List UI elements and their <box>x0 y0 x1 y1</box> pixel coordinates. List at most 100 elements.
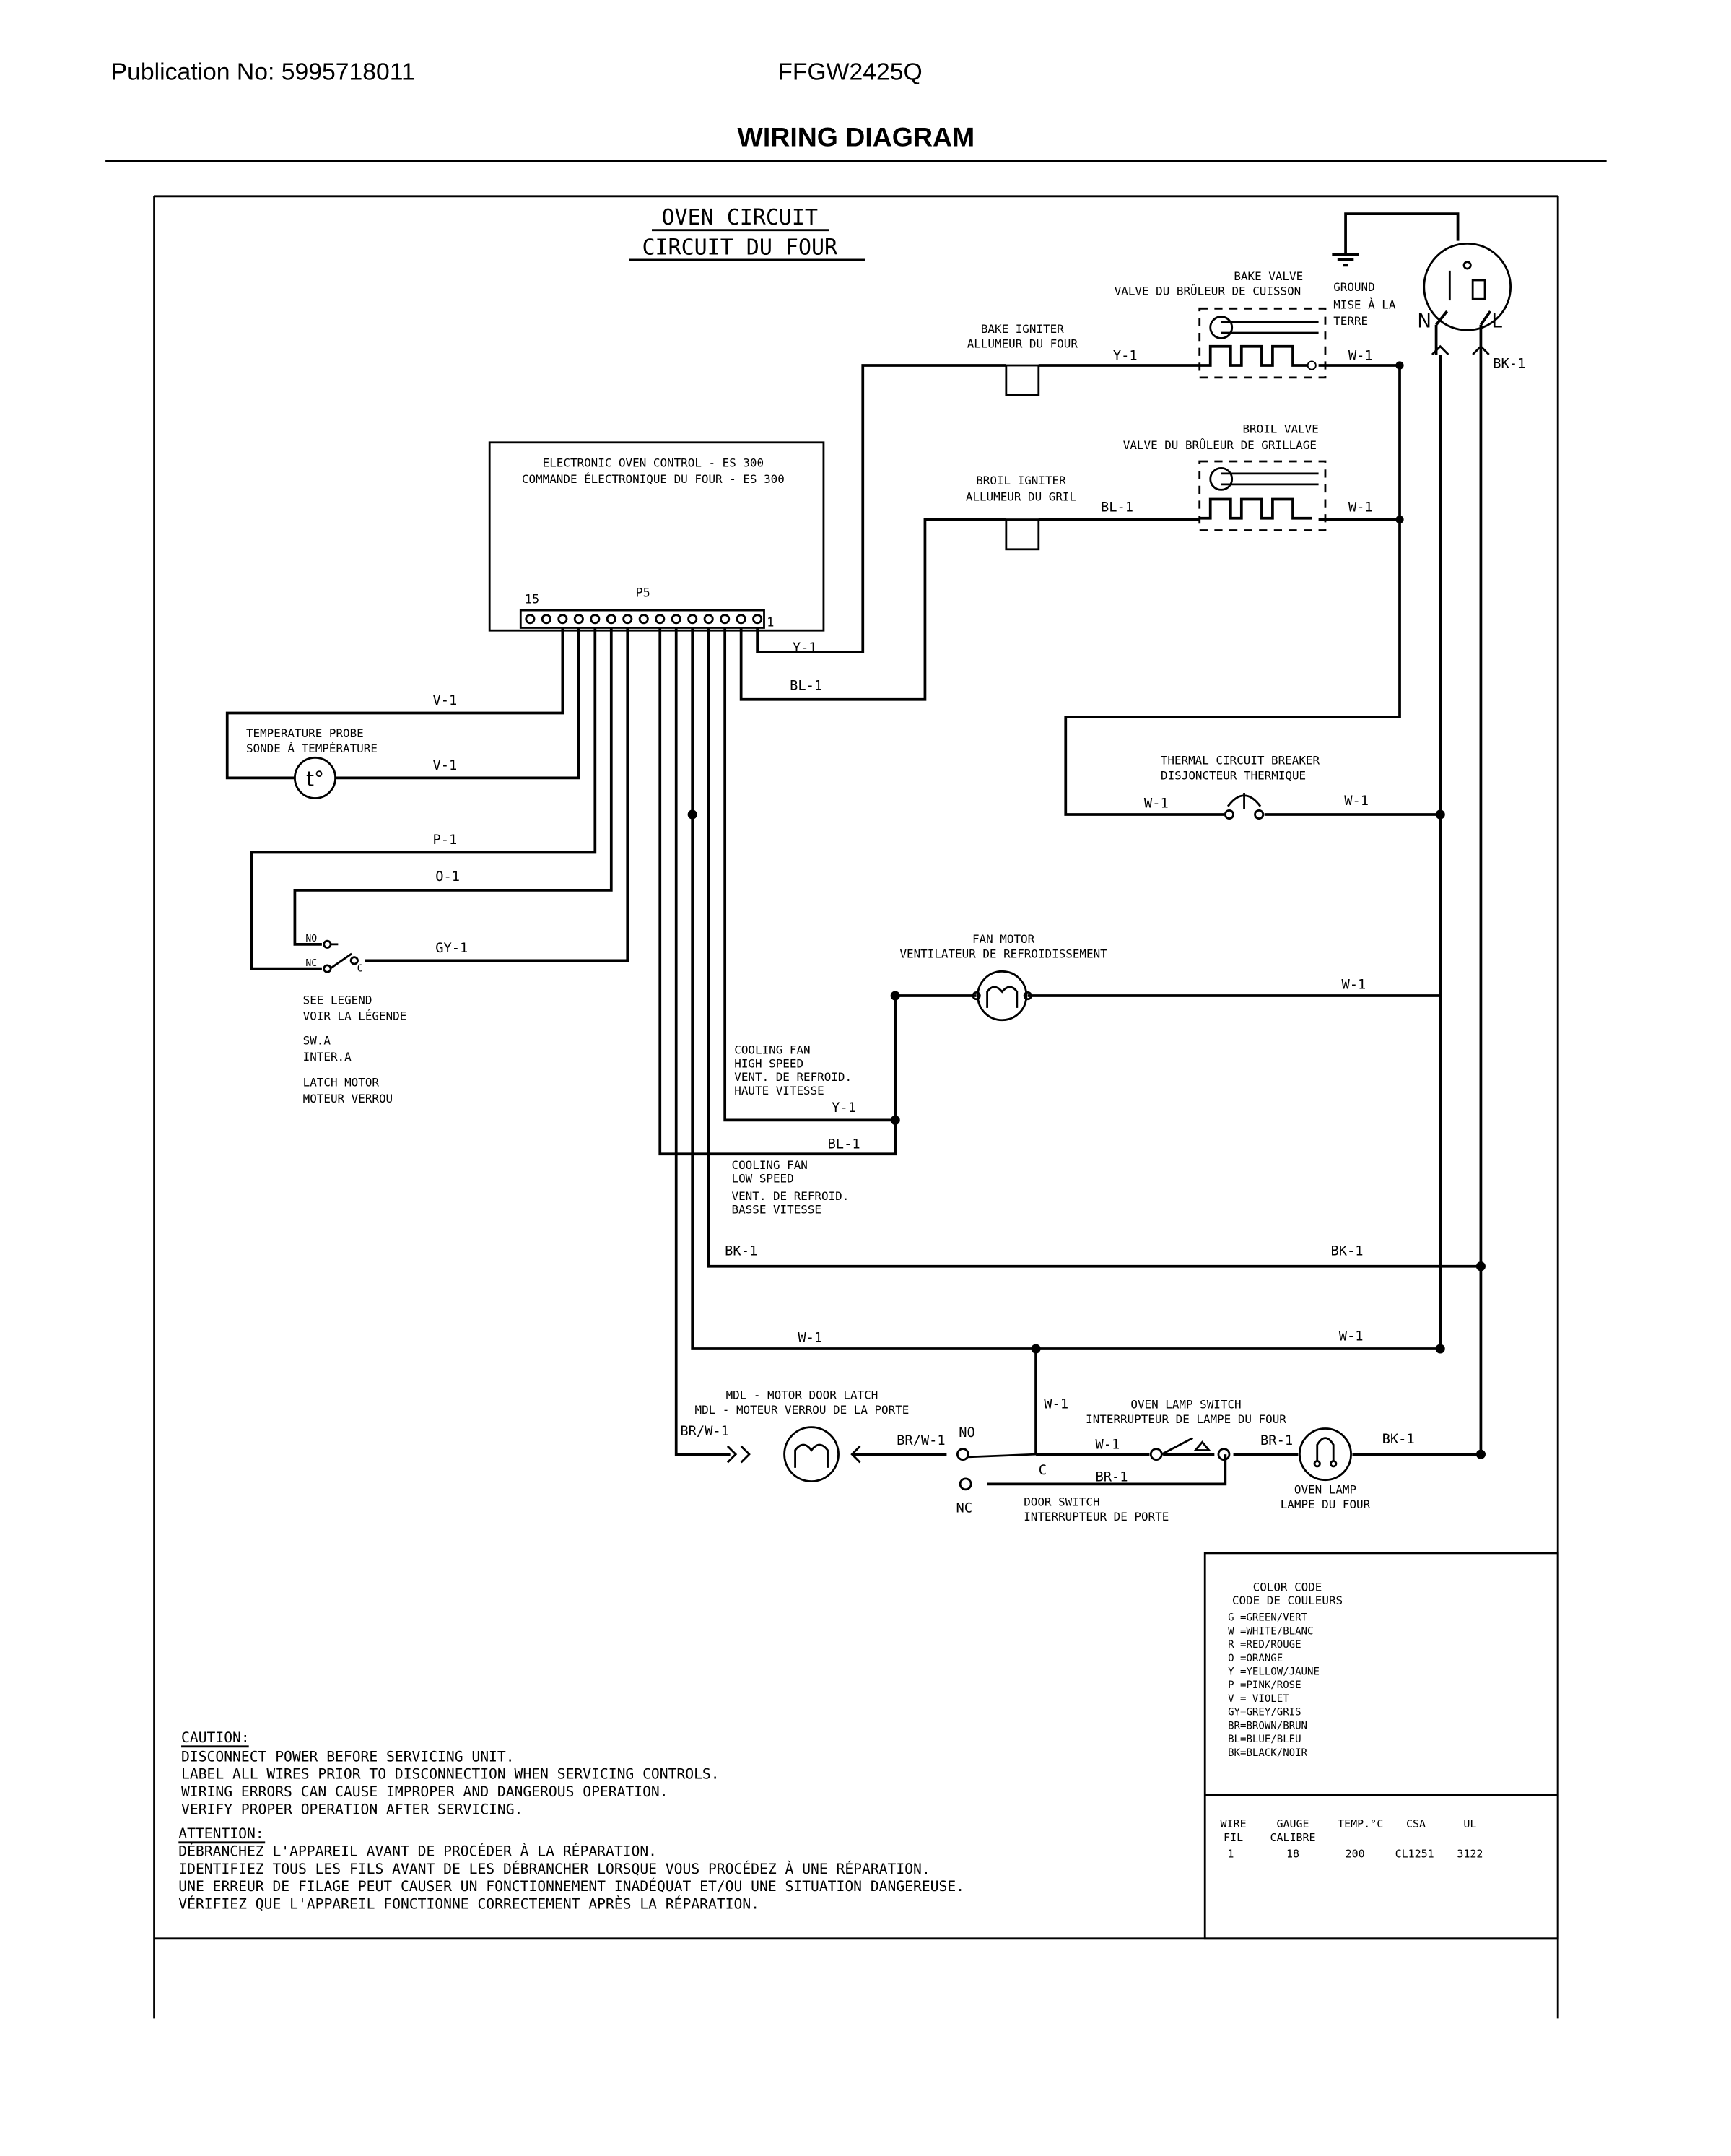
wire-gy1: GY-1 <box>435 941 468 956</box>
svg-text:C: C <box>357 963 363 974</box>
ground-wire <box>1344 212 1460 255</box>
electronic-oven-control: ELECTRONIC OVEN CONTROL - ES 300 COMMAND… <box>488 441 825 632</box>
svg-text:VALVE DU BRÛLEUR DE CUISSON: VALVE DU BRÛLEUR DE CUISSON <box>1115 284 1301 298</box>
svg-text:TEMP.°C: TEMP.°C <box>1338 1817 1383 1830</box>
svg-text:GAUGE: GAUGE <box>1276 1817 1309 1830</box>
svg-text:INTERRUPTEUR DE LAMPE DU FOUR: INTERRUPTEUR DE LAMPE DU FOUR <box>1086 1412 1286 1426</box>
bus-connectors <box>726 344 1490 1464</box>
svg-text:ALLUMEUR DU FOUR: ALLUMEUR DU FOUR <box>967 337 1078 351</box>
attention-block: ATTENTION: DÉBRANCHEZ L'APPAREIL AVANT D… <box>178 1825 964 1912</box>
inter-a: INTER.A <box>303 1050 352 1064</box>
svg-text:BAKE VALVE: BAKE VALVE <box>1234 269 1303 283</box>
oven-lamp-icon <box>1298 1427 1352 1482</box>
svg-text:CALIBRE: CALIBRE <box>1270 1831 1315 1844</box>
wire-w1-door: W-1 <box>1044 1396 1068 1412</box>
svg-text:NO: NO <box>305 934 317 944</box>
p5-pins <box>525 614 763 625</box>
svg-text:BK=BLACK/NOIR: BK=BLACK/NOIR <box>1228 1747 1307 1759</box>
attention-title: ATTENTION: <box>178 1825 263 1842</box>
ground-label-fr1: MISE À LA <box>1333 297 1396 311</box>
broil-igniter: BROIL IGNITER ALLUMEUR DU GRIL <box>966 474 1076 551</box>
svg-text:Y =YELLOW/JAUNE: Y =YELLOW/JAUNE <box>1228 1666 1320 1677</box>
svg-text:NC: NC <box>956 1501 973 1516</box>
wire-bk1-lamp: BK-1 <box>1382 1432 1415 1447</box>
publication-number: Publication No: 5995718011 <box>111 58 415 86</box>
svg-text:IDENTIFIEZ TOUS LES FILS AVANT: IDENTIFIEZ TOUS LES FILS AVANT DE LES DÉ… <box>178 1861 930 1877</box>
wire-bl1-broil: BL-1 <box>1101 500 1133 515</box>
svg-text:OVEN LAMP: OVEN LAMP <box>1294 1482 1356 1496</box>
oven-lamp: OVEN LAMP LAMPE DU FOUR <box>1281 1427 1371 1511</box>
svg-text:BL=BLUE/BLEU: BL=BLUE/BLEU <box>1228 1734 1301 1745</box>
svg-text:VALVE DU BRÛLEUR DE GRILLAGE: VALVE DU BRÛLEUR DE GRILLAGE <box>1123 438 1317 452</box>
fan-motor: FAN MOTOR VENTILATEUR DE REFROIDISSEMENT <box>899 932 1107 1022</box>
svg-text:VERIFY PROPER OPERATION AFTER: VERIFY PROPER OPERATION AFTER SERVICING. <box>181 1801 523 1817</box>
wire-bl1-fan: BL-1 <box>828 1137 860 1152</box>
latch-motor-en: LATCH MOTOR <box>303 1076 380 1090</box>
fan-motor-icon <box>977 970 1028 1022</box>
svg-text:1: 1 <box>1227 1847 1234 1860</box>
wire-spec-table: WIRE FIL GAUGE CALIBRE TEMP.°C CSA UL 1 … <box>1221 1817 1483 1860</box>
svg-text:O =ORANGE: O =ORANGE <box>1228 1653 1283 1664</box>
eoc-label-fr: COMMANDE ÉLECTRONIQUE DU FOUR - ES 300 <box>522 472 785 486</box>
svg-text:W =WHITE/BLANC: W =WHITE/BLANC <box>1228 1625 1313 1637</box>
motor-door-latch: MDL - MOTOR DOOR LATCH MDL - MOTEUR VERR… <box>695 1388 909 1482</box>
bake-igniter: BAKE IGNITER ALLUMEUR DU FOUR <box>967 322 1078 396</box>
svg-text:ALLUMEUR DU GRIL: ALLUMEUR DU GRIL <box>966 490 1076 503</box>
wire-y1-bake: Y-1 <box>1113 349 1138 364</box>
cf-low-2: LOW SPEED <box>732 1172 794 1186</box>
svg-text:OVEN LAMP SWITCH: OVEN LAMP SWITCH <box>1130 1397 1241 1411</box>
svg-text:FAN MOTOR: FAN MOTOR <box>972 932 1035 946</box>
svg-text:DISJONCTEUR THERMIQUE: DISJONCTEUR THERMIQUE <box>1161 768 1306 782</box>
svg-text:CSA: CSA <box>1406 1817 1426 1830</box>
wire-v1-b: V-1 <box>433 758 458 773</box>
see-legend: SEE LEGEND <box>303 993 372 1007</box>
wire-p1: P-1 <box>433 833 458 848</box>
caution-block: CAUTION: DISCONNECT POWER BEFORE SERVICI… <box>181 1729 720 1817</box>
cf-low-4: BASSE VITESSE <box>732 1203 822 1217</box>
svg-text:V = VIOLET: V = VIOLET <box>1228 1693 1289 1705</box>
wire-o1: O-1 <box>435 869 460 884</box>
ground-label-fr2: TERRE <box>1333 314 1368 328</box>
wire-w1-thermal-a: W-1 <box>1144 796 1169 812</box>
neutral-label: N <box>1417 311 1431 333</box>
svg-text:VÉRIFIEZ QUE L'APPAREIL FONCTI: VÉRIFIEZ QUE L'APPAREIL FONCTIONNE CORRE… <box>178 1896 759 1913</box>
wire-w1-a: W-1 <box>798 1331 822 1346</box>
cf-high-4: HAUTE VITESSE <box>734 1084 824 1097</box>
svg-text:DÉBRANCHEZ L'APPAREIL AVANT DE: DÉBRANCHEZ L'APPAREIL AVANT DE PROCÉDER … <box>178 1843 657 1860</box>
wire-br1-lamp: BR-1 <box>1260 1433 1293 1448</box>
svg-text:WIRING ERRORS CAN CAUSE IMPROP: WIRING ERRORS CAN CAUSE IMPROPER AND DAN… <box>181 1783 668 1800</box>
sw-a: SW.A <box>303 1033 331 1047</box>
svg-text:CL1251: CL1251 <box>1395 1847 1434 1860</box>
door-switch: NO NC C DOOR SWITCH INTERRUPTEUR DE PORT… <box>956 1425 1169 1523</box>
model-number: FFGW2425Q <box>777 58 923 86</box>
pin-1-label: 1 <box>767 615 774 630</box>
broil-valve: BROIL VALVE VALVE DU BRÛLEUR DE GRILLAGE <box>1123 422 1327 531</box>
svg-text:BAKE IGNITER: BAKE IGNITER <box>981 322 1064 336</box>
svg-text:3122: 3122 <box>1457 1847 1483 1860</box>
caution-title: CAUTION: <box>181 1729 250 1746</box>
wire-w1-bake: W-1 <box>1348 349 1373 364</box>
latch-switch: NO NC C <box>305 934 362 974</box>
svg-text:UL: UL <box>1463 1817 1476 1830</box>
svg-text:C: C <box>1039 1463 1047 1478</box>
svg-text:FIL: FIL <box>1224 1831 1243 1844</box>
wire-w1-broil: W-1 <box>1348 500 1373 515</box>
wire-y1-eoc: Y-1 <box>793 640 817 656</box>
wire-w1-thermal-b: W-1 <box>1344 794 1369 809</box>
power-cord: N L GROUND MISE À LA TERRE <box>1332 212 1512 355</box>
circuit-title-fr: CIRCUIT DU FOUR <box>642 235 838 260</box>
ground-label-en: GROUND <box>1333 280 1374 294</box>
wire-w1-fan: W-1 <box>1341 978 1366 993</box>
wire-w1-b: W-1 <box>1339 1329 1364 1344</box>
svg-text:BROIL IGNITER: BROIL IGNITER <box>976 474 1066 487</box>
ground-icon <box>1332 253 1359 267</box>
svg-text:THERMAL CIRCUIT BREAKER: THERMAL CIRCUIT BREAKER <box>1161 754 1320 768</box>
svg-text:MDL - MOTOR DOOR LATCH: MDL - MOTOR DOOR LATCH <box>726 1388 878 1401</box>
color-code-title-en: COLOR CODE <box>1253 1580 1322 1594</box>
thermal-circuit-breaker: THERMAL CIRCUIT BREAKER DISJONCTEUR THER… <box>1161 754 1320 820</box>
wire-y1-fan: Y-1 <box>832 1100 856 1116</box>
voir-legende: VOIR LA LÉGENDE <box>303 1009 407 1023</box>
svg-text:GY=GREY/GRIS: GY=GREY/GRIS <box>1228 1707 1301 1718</box>
